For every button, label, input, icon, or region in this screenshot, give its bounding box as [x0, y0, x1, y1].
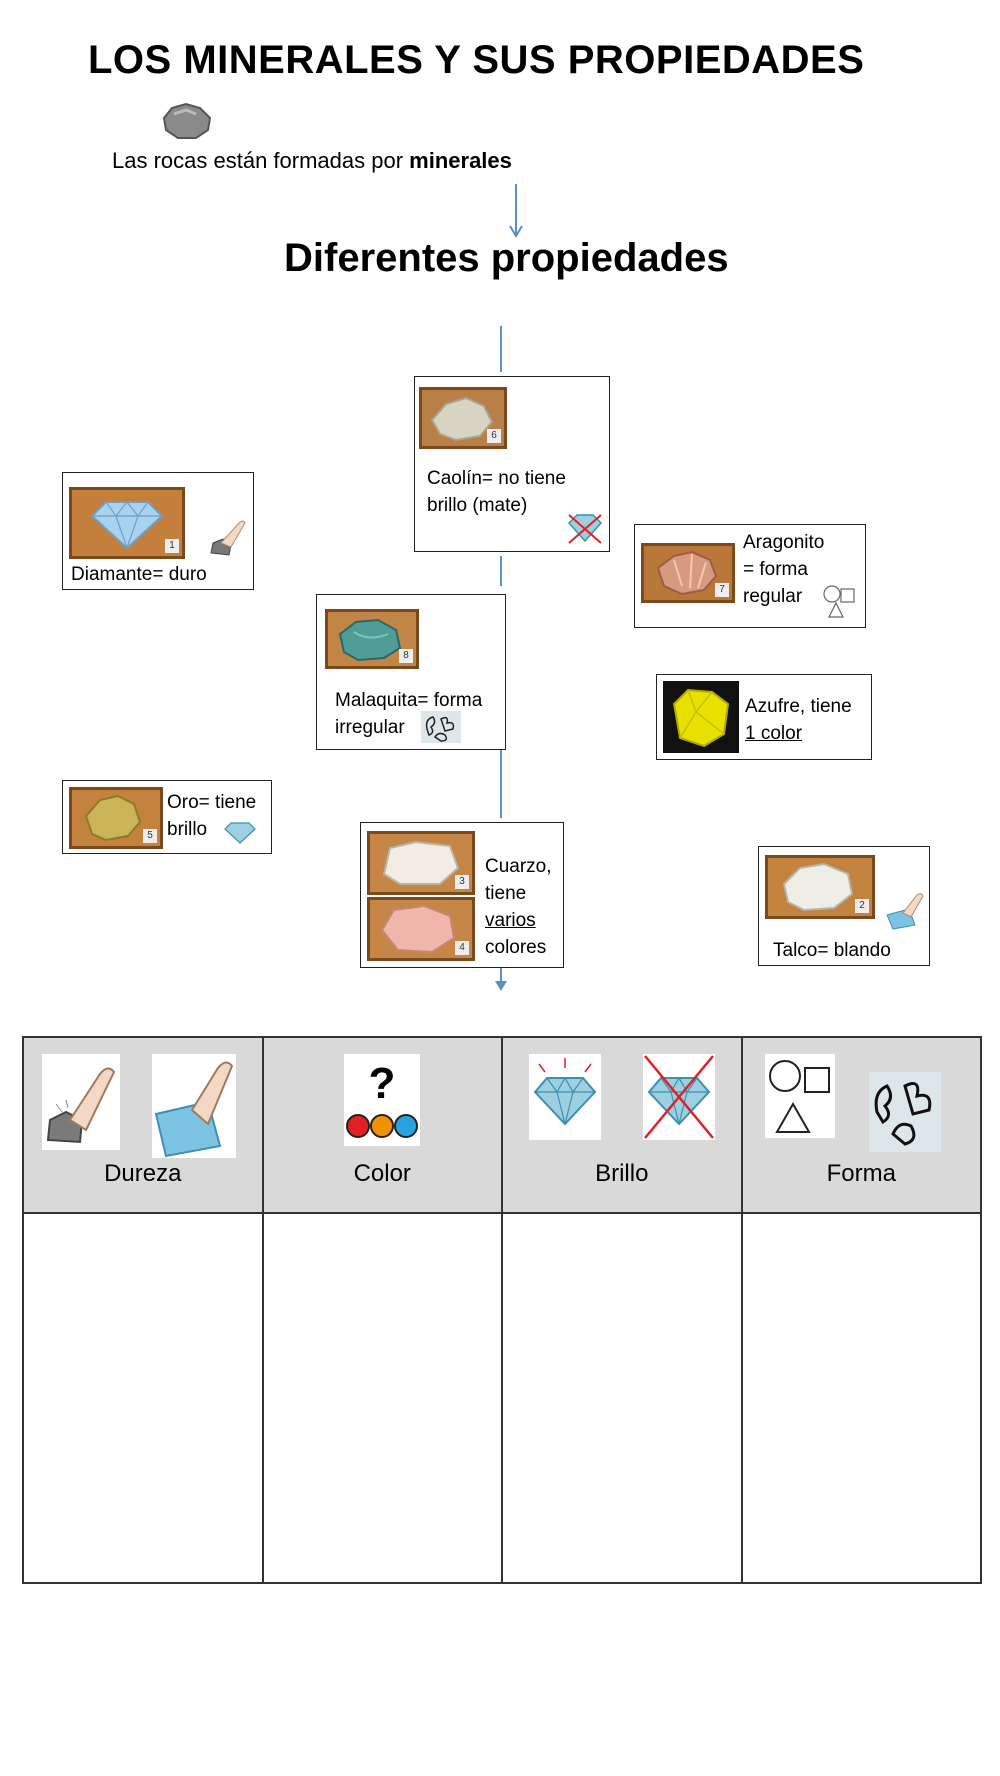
arrow-down-icon — [495, 965, 507, 991]
cuarzo-line1: Cuarzo, — [485, 856, 552, 877]
cuarzo-photo-a: 3 — [367, 831, 475, 895]
table-answer-row — [22, 1212, 982, 1584]
no-shine-diamond-icon — [567, 514, 603, 544]
oro-line1: Oro= tiene — [167, 792, 257, 813]
cuarzo-line2: tiene — [485, 883, 527, 904]
properties-table: Dureza ? Color — [22, 1036, 982, 1584]
photo-number: 2 — [855, 899, 869, 913]
header-label: Brillo — [595, 1160, 649, 1187]
caolin-photo: 6 — [419, 387, 507, 449]
hard-scratch-icon — [42, 1054, 120, 1150]
header-dureza: Dureza — [22, 1036, 264, 1214]
color-question-icon: ? — [343, 1054, 420, 1146]
shiny-diamond-icon — [224, 822, 256, 844]
card-caolin[interactable]: 6 Caolín= no tiene brillo (mate) — [414, 376, 610, 552]
aragonito-line1: Aragonito — [743, 532, 825, 553]
regular-shapes-icon — [823, 585, 855, 618]
caolin-line1: Caolín= no tiene — [427, 468, 566, 489]
irregular-shapes-icon — [421, 711, 461, 743]
card-oro[interactable]: 5 Oro= tiene brillo — [62, 780, 272, 854]
shiny-diamond-icon — [529, 1054, 601, 1140]
diamante-text: Diamante= duro — [71, 564, 207, 585]
header-color: ? Color — [261, 1036, 503, 1214]
cuarzo-line4: colores — [485, 937, 547, 958]
aragonito-photo: 7 — [641, 543, 735, 603]
hard-scratch-icon — [210, 520, 246, 556]
irregular-shapes-icon — [868, 1072, 941, 1152]
oro-line2: brillo — [167, 819, 208, 840]
soft-scratch-icon — [152, 1054, 236, 1158]
photo-number: 3 — [455, 875, 469, 889]
section-subtitle: Diferentes propiedades — [284, 236, 729, 280]
card-diamante[interactable]: 1 Diamante= duro — [62, 472, 254, 590]
photo-number: 7 — [715, 583, 729, 597]
intro-plain: Las rocas están formadas por — [112, 148, 410, 173]
arrow-down-icon — [509, 184, 523, 238]
card-talco[interactable]: 2 Talco= blando — [758, 846, 930, 966]
malaquita-photo: 8 — [325, 609, 419, 669]
connector-line — [500, 556, 502, 586]
azufre-line2: 1 color — [745, 723, 803, 744]
drop-zone-dureza[interactable] — [22, 1212, 264, 1584]
card-azufre[interactable]: Azufre, tiene 1 color — [656, 674, 872, 760]
no-shine-diamond-icon — [643, 1054, 715, 1140]
question-mark: ? — [368, 1059, 395, 1108]
cuarzo-line3: varios — [485, 910, 536, 931]
card-malaquita[interactable]: 8 Malaquita= forma irregular — [316, 594, 506, 750]
drop-zone-forma[interactable] — [740, 1212, 982, 1584]
card-aragonito[interactable]: 7 Aragonito = forma regular — [634, 524, 866, 628]
diamante-photo: 1 — [69, 487, 185, 559]
drop-zone-color[interactable] — [261, 1212, 503, 1584]
photo-number: 4 — [455, 941, 469, 955]
malaquita-line1: Malaquita= forma — [335, 690, 483, 711]
header-label: Forma — [826, 1160, 896, 1187]
page-title: LOS MINERALES Y SUS PROPIEDADES — [88, 38, 865, 82]
header-label: Dureza — [104, 1160, 182, 1187]
rock-icon — [162, 102, 212, 139]
regular-shapes-icon — [764, 1054, 835, 1138]
header-forma: Forma — [740, 1036, 982, 1214]
oro-photo: 5 — [69, 787, 163, 849]
malaquita-line2: irregular — [335, 717, 405, 738]
photo-number: 6 — [487, 429, 501, 443]
azufre-line1: Azufre, tiene — [745, 696, 852, 717]
talco-photo: 2 — [765, 855, 875, 919]
connector-line — [500, 748, 502, 818]
soft-scratch-icon — [886, 893, 924, 930]
intro-bold: minerales — [409, 148, 512, 173]
photo-number: 1 — [165, 539, 179, 553]
drop-zone-brillo[interactable] — [501, 1212, 743, 1584]
photo-number: 8 — [399, 649, 413, 663]
connector-line — [500, 326, 502, 372]
intro-text: Las rocas están formadas por minerales — [112, 148, 512, 174]
photo-number: 5 — [143, 829, 157, 843]
azufre-photo — [663, 681, 739, 753]
caolin-line2: brillo (mate) — [427, 495, 528, 516]
card-cuarzo[interactable]: 3 4 Cuarzo, tiene varios colores — [360, 822, 564, 968]
header-brillo: Brillo — [501, 1036, 743, 1214]
table-header-row: Dureza ? Color — [22, 1036, 982, 1214]
aragonito-line3: regular — [743, 586, 803, 607]
talco-text: Talco= blando — [773, 940, 891, 961]
header-label: Color — [353, 1160, 411, 1187]
cuarzo-photo-b: 4 — [367, 897, 475, 961]
aragonito-line2: = forma — [743, 559, 808, 580]
